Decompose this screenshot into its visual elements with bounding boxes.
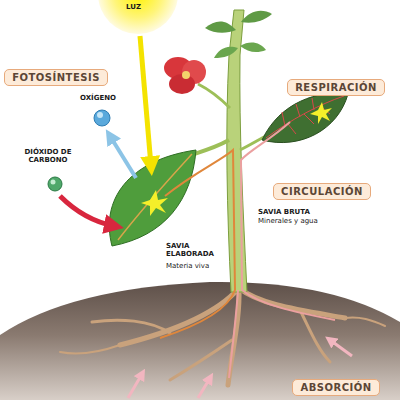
annotation-label: OXÍGENO — [80, 94, 130, 102]
absorption-arrow — [128, 374, 142, 398]
co2-molecule — [48, 177, 62, 191]
process-label-box: FOTOSÍNTESIS — [4, 69, 108, 86]
roots — [60, 288, 385, 385]
annotation-label: Materia viva — [166, 262, 226, 270]
annotation-label: SAVIA ELABORADA — [166, 242, 212, 258]
raw-sap-line — [241, 122, 335, 320]
top-leaf — [214, 47, 238, 58]
flower-branch — [198, 84, 230, 108]
oxygen-molecule — [94, 110, 110, 126]
top-leaf — [241, 11, 272, 23]
light-star — [141, 190, 168, 216]
absorption-arrow — [330, 340, 352, 356]
sun — [98, 0, 178, 34]
process-label: ABSORCIÓN — [300, 382, 371, 393]
annotation-label: Minerales y agua — [258, 217, 328, 225]
annotation-label: LUZ — [126, 3, 156, 11]
process-label-box: ABSORCIÓN — [292, 379, 380, 396]
top-leaf — [205, 22, 236, 33]
annotation-label: SAVIA BRUTA — [258, 208, 318, 216]
process-label-box: CIRCULACIÓN — [273, 183, 371, 200]
absorption-arrow — [198, 378, 210, 398]
co2-highlight — [51, 180, 56, 185]
co2-arrow — [60, 196, 114, 226]
process-label: FOTOSÍNTESIS — [12, 72, 100, 83]
raw-sap-line — [229, 290, 238, 378]
soil — [0, 282, 400, 400]
flower — [164, 57, 206, 94]
process-label: CIRCULACIÓN — [281, 186, 363, 197]
elaborated-sap-line — [160, 150, 235, 338]
light-arrow — [140, 36, 151, 166]
process-label: RESPIRACIÓN — [295, 82, 377, 93]
top-leaf — [240, 43, 266, 53]
light-star — [310, 102, 332, 124]
annotation-label: DIÓXIDO DE CARBONO — [24, 148, 72, 164]
oxygen-arrow — [110, 136, 136, 178]
process-label-box: RESPIRACIÓN — [287, 79, 385, 96]
oxygen-highlight — [97, 112, 103, 118]
